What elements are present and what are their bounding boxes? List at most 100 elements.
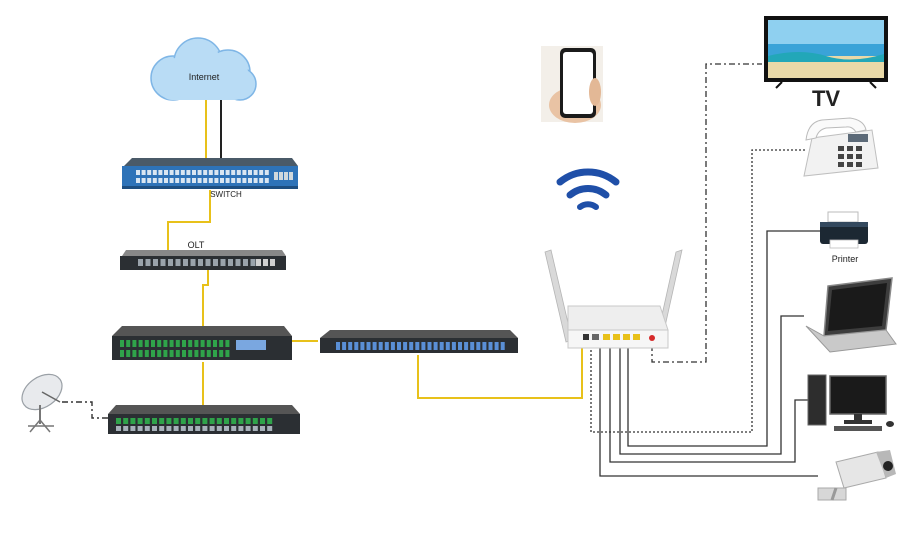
switch-port — [169, 178, 174, 183]
edfa-port — [132, 350, 137, 357]
splitter-port — [439, 342, 444, 350]
splitter-port — [470, 342, 475, 350]
encoder-port — [116, 426, 121, 431]
encoder-port — [166, 426, 172, 431]
edfa-port — [163, 350, 168, 357]
edfa-port — [200, 340, 205, 347]
edfa-port — [188, 350, 193, 357]
edfa-port — [219, 350, 224, 357]
switch-device: SWITCH — [122, 158, 298, 199]
switch-port — [197, 178, 202, 183]
switch-port — [141, 170, 146, 175]
olt-port — [263, 259, 268, 266]
encoder-port — [159, 426, 165, 431]
encoder-port — [224, 426, 229, 431]
link-router-printer — [627, 230, 820, 447]
switch-port — [175, 170, 180, 175]
connections — [62, 63, 820, 477]
edfa-port — [144, 340, 149, 347]
edfa-port — [157, 350, 162, 357]
splitter-port — [390, 342, 395, 350]
switch-port — [180, 178, 185, 183]
switch-port — [180, 170, 185, 175]
satellite-dish-icon — [21, 373, 63, 433]
switch-label: SWITCH — [210, 190, 242, 199]
edfa-port — [157, 340, 162, 347]
splitter-port — [378, 342, 383, 350]
splitter-port — [476, 342, 481, 350]
splitter-port — [348, 342, 353, 350]
switch-port — [253, 178, 258, 183]
encoder-port — [144, 418, 150, 424]
encoder-port — [159, 418, 165, 424]
olt-port — [183, 259, 188, 266]
phone-key — [847, 146, 853, 151]
laptop-device — [805, 277, 897, 353]
switch-port — [203, 170, 208, 175]
edfa-port — [188, 340, 193, 347]
switch-port — [214, 170, 219, 175]
switch-port — [175, 178, 180, 183]
splitter-port — [372, 342, 377, 350]
encoder-port — [130, 426, 136, 431]
olt-port — [175, 259, 181, 266]
encoder-port — [137, 418, 143, 424]
phone-key — [838, 154, 844, 159]
encoder-port — [188, 426, 193, 431]
encoder-port — [173, 418, 179, 424]
switch-port — [186, 178, 191, 183]
olt-port — [228, 259, 233, 266]
switch-port — [231, 170, 236, 175]
splitter-port — [409, 342, 414, 350]
switch-port — [220, 170, 224, 175]
splitter-port — [354, 342, 359, 350]
encoder-port — [166, 418, 172, 424]
switch-port — [136, 178, 140, 183]
encoder-port — [116, 418, 121, 424]
olt-port — [213, 259, 218, 266]
telephone-icon — [803, 117, 879, 177]
encoder-port — [144, 426, 150, 431]
encoder-port — [152, 418, 157, 424]
olt-port — [243, 259, 248, 266]
encoder-device — [108, 405, 300, 434]
encoder-port — [224, 418, 229, 424]
switch-port — [192, 170, 196, 175]
splitter-port — [464, 342, 469, 350]
encoder-port — [130, 418, 136, 424]
edfa-port — [219, 340, 224, 347]
encoder-port — [260, 426, 265, 431]
olt-label: OLT — [188, 240, 205, 250]
encoder-port — [252, 418, 258, 424]
switch-port — [192, 178, 196, 183]
switch-port — [169, 170, 174, 175]
printer-label: Printer — [832, 254, 859, 264]
encoder-port — [238, 426, 244, 431]
wifi-icon — [556, 168, 620, 210]
phone-key — [838, 162, 844, 167]
olt-port — [235, 259, 241, 266]
internet-label: Internet — [189, 72, 220, 82]
link-router-tv — [651, 63, 762, 363]
switch-port — [264, 178, 269, 183]
encoder-port — [267, 426, 273, 431]
printer-icon — [820, 211, 868, 249]
splitter-port — [445, 342, 450, 350]
olt-icon — [120, 250, 286, 270]
encoder-port — [137, 426, 143, 431]
encoder-port — [245, 426, 251, 431]
encoder-port — [173, 426, 179, 431]
switch-port — [208, 170, 213, 175]
internet-cloud: Internet — [150, 37, 257, 101]
desktop-icon — [807, 374, 894, 431]
switch-port — [214, 178, 219, 183]
edfa-icon — [112, 326, 292, 360]
router-icon — [544, 249, 683, 349]
switch-port — [284, 172, 288, 180]
edfa-port — [213, 340, 217, 347]
splitter-port — [427, 342, 432, 350]
encoder-port — [202, 426, 208, 431]
edfa-port — [194, 350, 199, 357]
edfa-port — [151, 340, 155, 347]
